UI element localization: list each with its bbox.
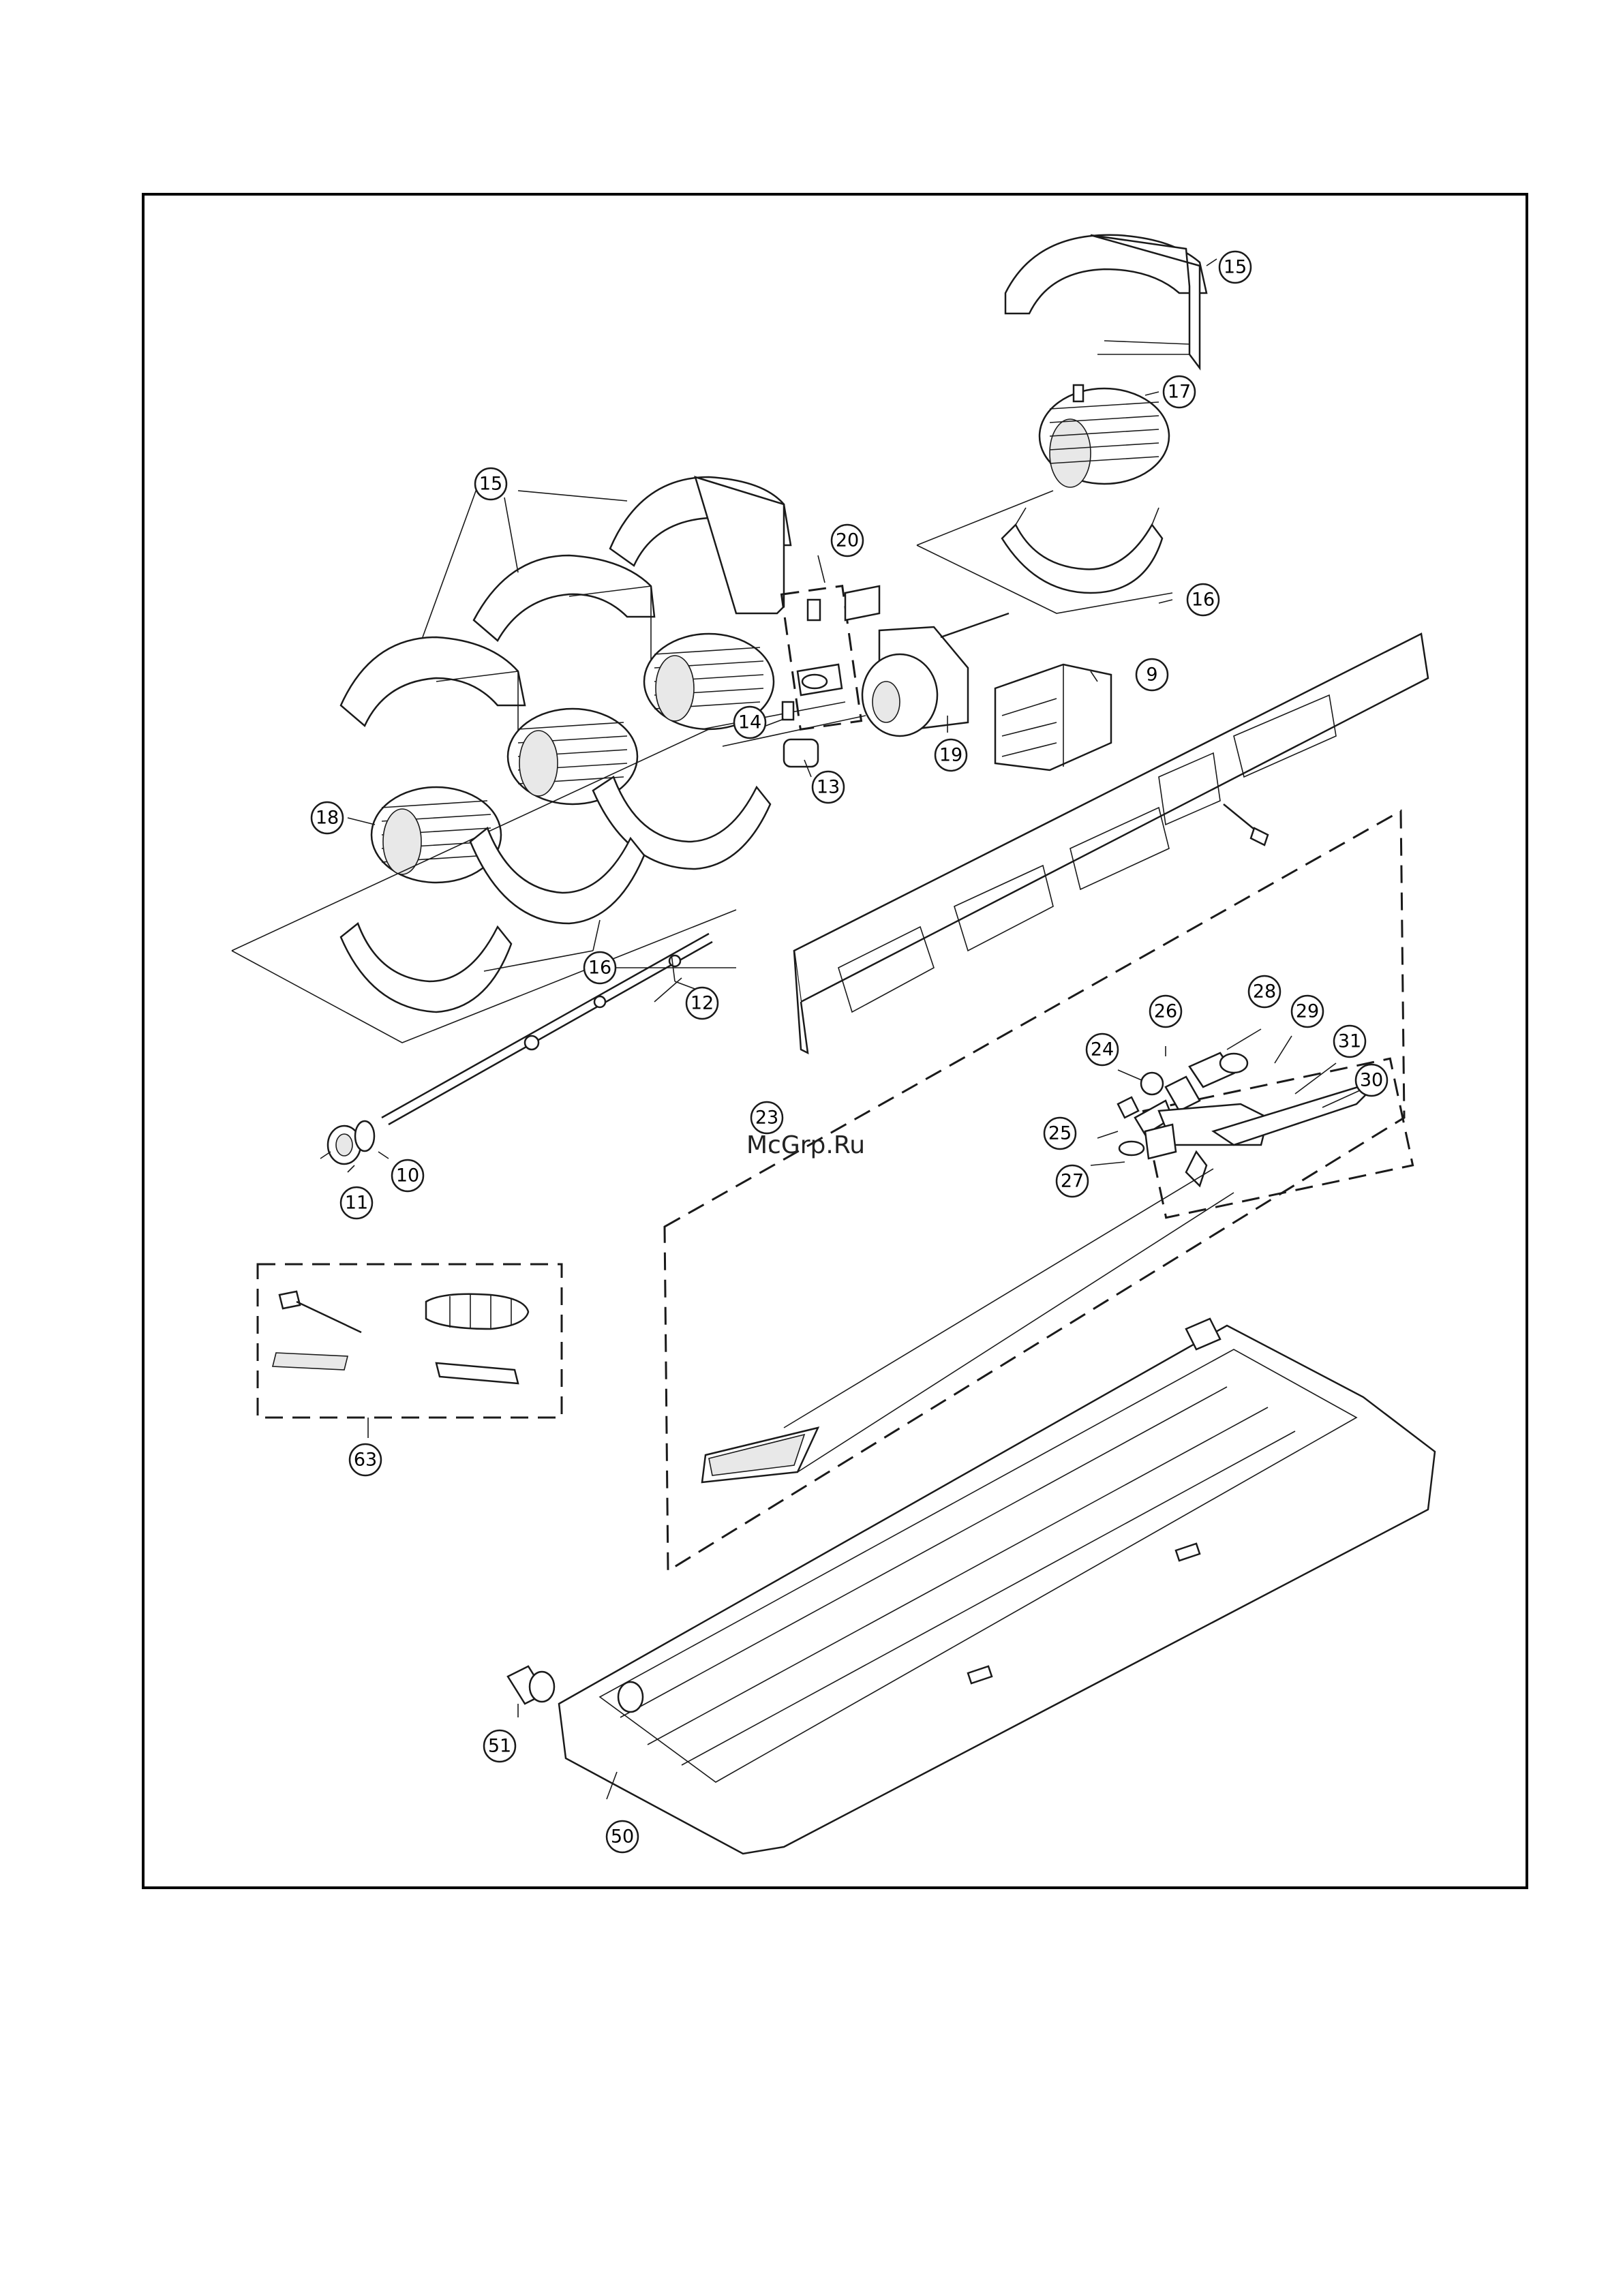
callout-24: 24 xyxy=(1087,1034,1118,1065)
svg-text:16: 16 xyxy=(588,958,611,979)
callout-15-left: 15 xyxy=(475,468,506,500)
plug xyxy=(508,1666,554,1704)
callout-29: 29 xyxy=(1292,996,1323,1027)
callout-14: 14 xyxy=(734,707,765,738)
svg-text:28: 28 xyxy=(1253,981,1276,1002)
svg-text:15: 15 xyxy=(479,474,502,495)
svg-text:12: 12 xyxy=(691,993,714,1014)
svg-text:51: 51 xyxy=(488,1736,511,1757)
callout-63: 63 xyxy=(350,1444,381,1475)
callout-18: 18 xyxy=(312,802,343,833)
callout-12: 12 xyxy=(686,988,718,1019)
callout-10: 10 xyxy=(392,1160,423,1191)
svg-text:20: 20 xyxy=(836,530,859,551)
callout-20: 20 xyxy=(832,525,863,556)
svg-text:14: 14 xyxy=(738,712,761,733)
svg-text:50: 50 xyxy=(611,1826,634,1848)
svg-text:26: 26 xyxy=(1154,1001,1177,1022)
svg-text:27: 27 xyxy=(1061,1171,1084,1192)
callout-23: 23 xyxy=(751,1102,783,1133)
callout-51: 51 xyxy=(484,1730,515,1762)
svg-text:29: 29 xyxy=(1296,1001,1319,1022)
svg-text:13: 13 xyxy=(817,777,840,798)
watermark: McGrp.Ru xyxy=(746,1131,865,1159)
callout-50: 50 xyxy=(607,1821,638,1852)
callout-19: 19 xyxy=(935,739,967,771)
top-right-assembly xyxy=(917,235,1207,613)
svg-text:9: 9 xyxy=(1146,664,1157,686)
callout-16-left: 16 xyxy=(584,952,616,983)
callout-27: 27 xyxy=(1057,1165,1088,1197)
callout-9: 9 xyxy=(1136,659,1168,690)
base-tray xyxy=(559,1319,1435,1854)
shaft xyxy=(382,934,712,1124)
svg-text:63: 63 xyxy=(354,1450,377,1471)
svg-text:24: 24 xyxy=(1091,1039,1114,1060)
callout-30: 30 xyxy=(1356,1065,1387,1096)
svg-text:25: 25 xyxy=(1048,1123,1072,1144)
svg-text:17: 17 xyxy=(1168,382,1191,403)
svg-text:31: 31 xyxy=(1338,1031,1361,1052)
callout-31: 31 xyxy=(1334,1026,1365,1057)
svg-text:18: 18 xyxy=(316,808,339,829)
callout-17: 17 xyxy=(1164,376,1195,408)
svg-text:16: 16 xyxy=(1192,590,1215,611)
svg-text:15: 15 xyxy=(1224,257,1247,278)
bearing xyxy=(320,1121,374,1164)
svg-text:23: 23 xyxy=(755,1107,778,1129)
callout-25: 25 xyxy=(1044,1118,1076,1149)
svg-text:11: 11 xyxy=(345,1193,368,1214)
svg-text:19: 19 xyxy=(939,745,962,766)
svg-text:30: 30 xyxy=(1360,1070,1383,1091)
callout-15-top: 15 xyxy=(1219,251,1251,283)
control-box xyxy=(995,664,1111,770)
svg-text:10: 10 xyxy=(396,1165,419,1187)
callout-13: 13 xyxy=(813,771,844,803)
accessories xyxy=(258,1264,562,1418)
callout-11: 11 xyxy=(341,1187,372,1219)
callout-28: 28 xyxy=(1249,976,1280,1007)
callout-16-top: 16 xyxy=(1187,584,1219,615)
callout-26: 26 xyxy=(1150,996,1181,1027)
